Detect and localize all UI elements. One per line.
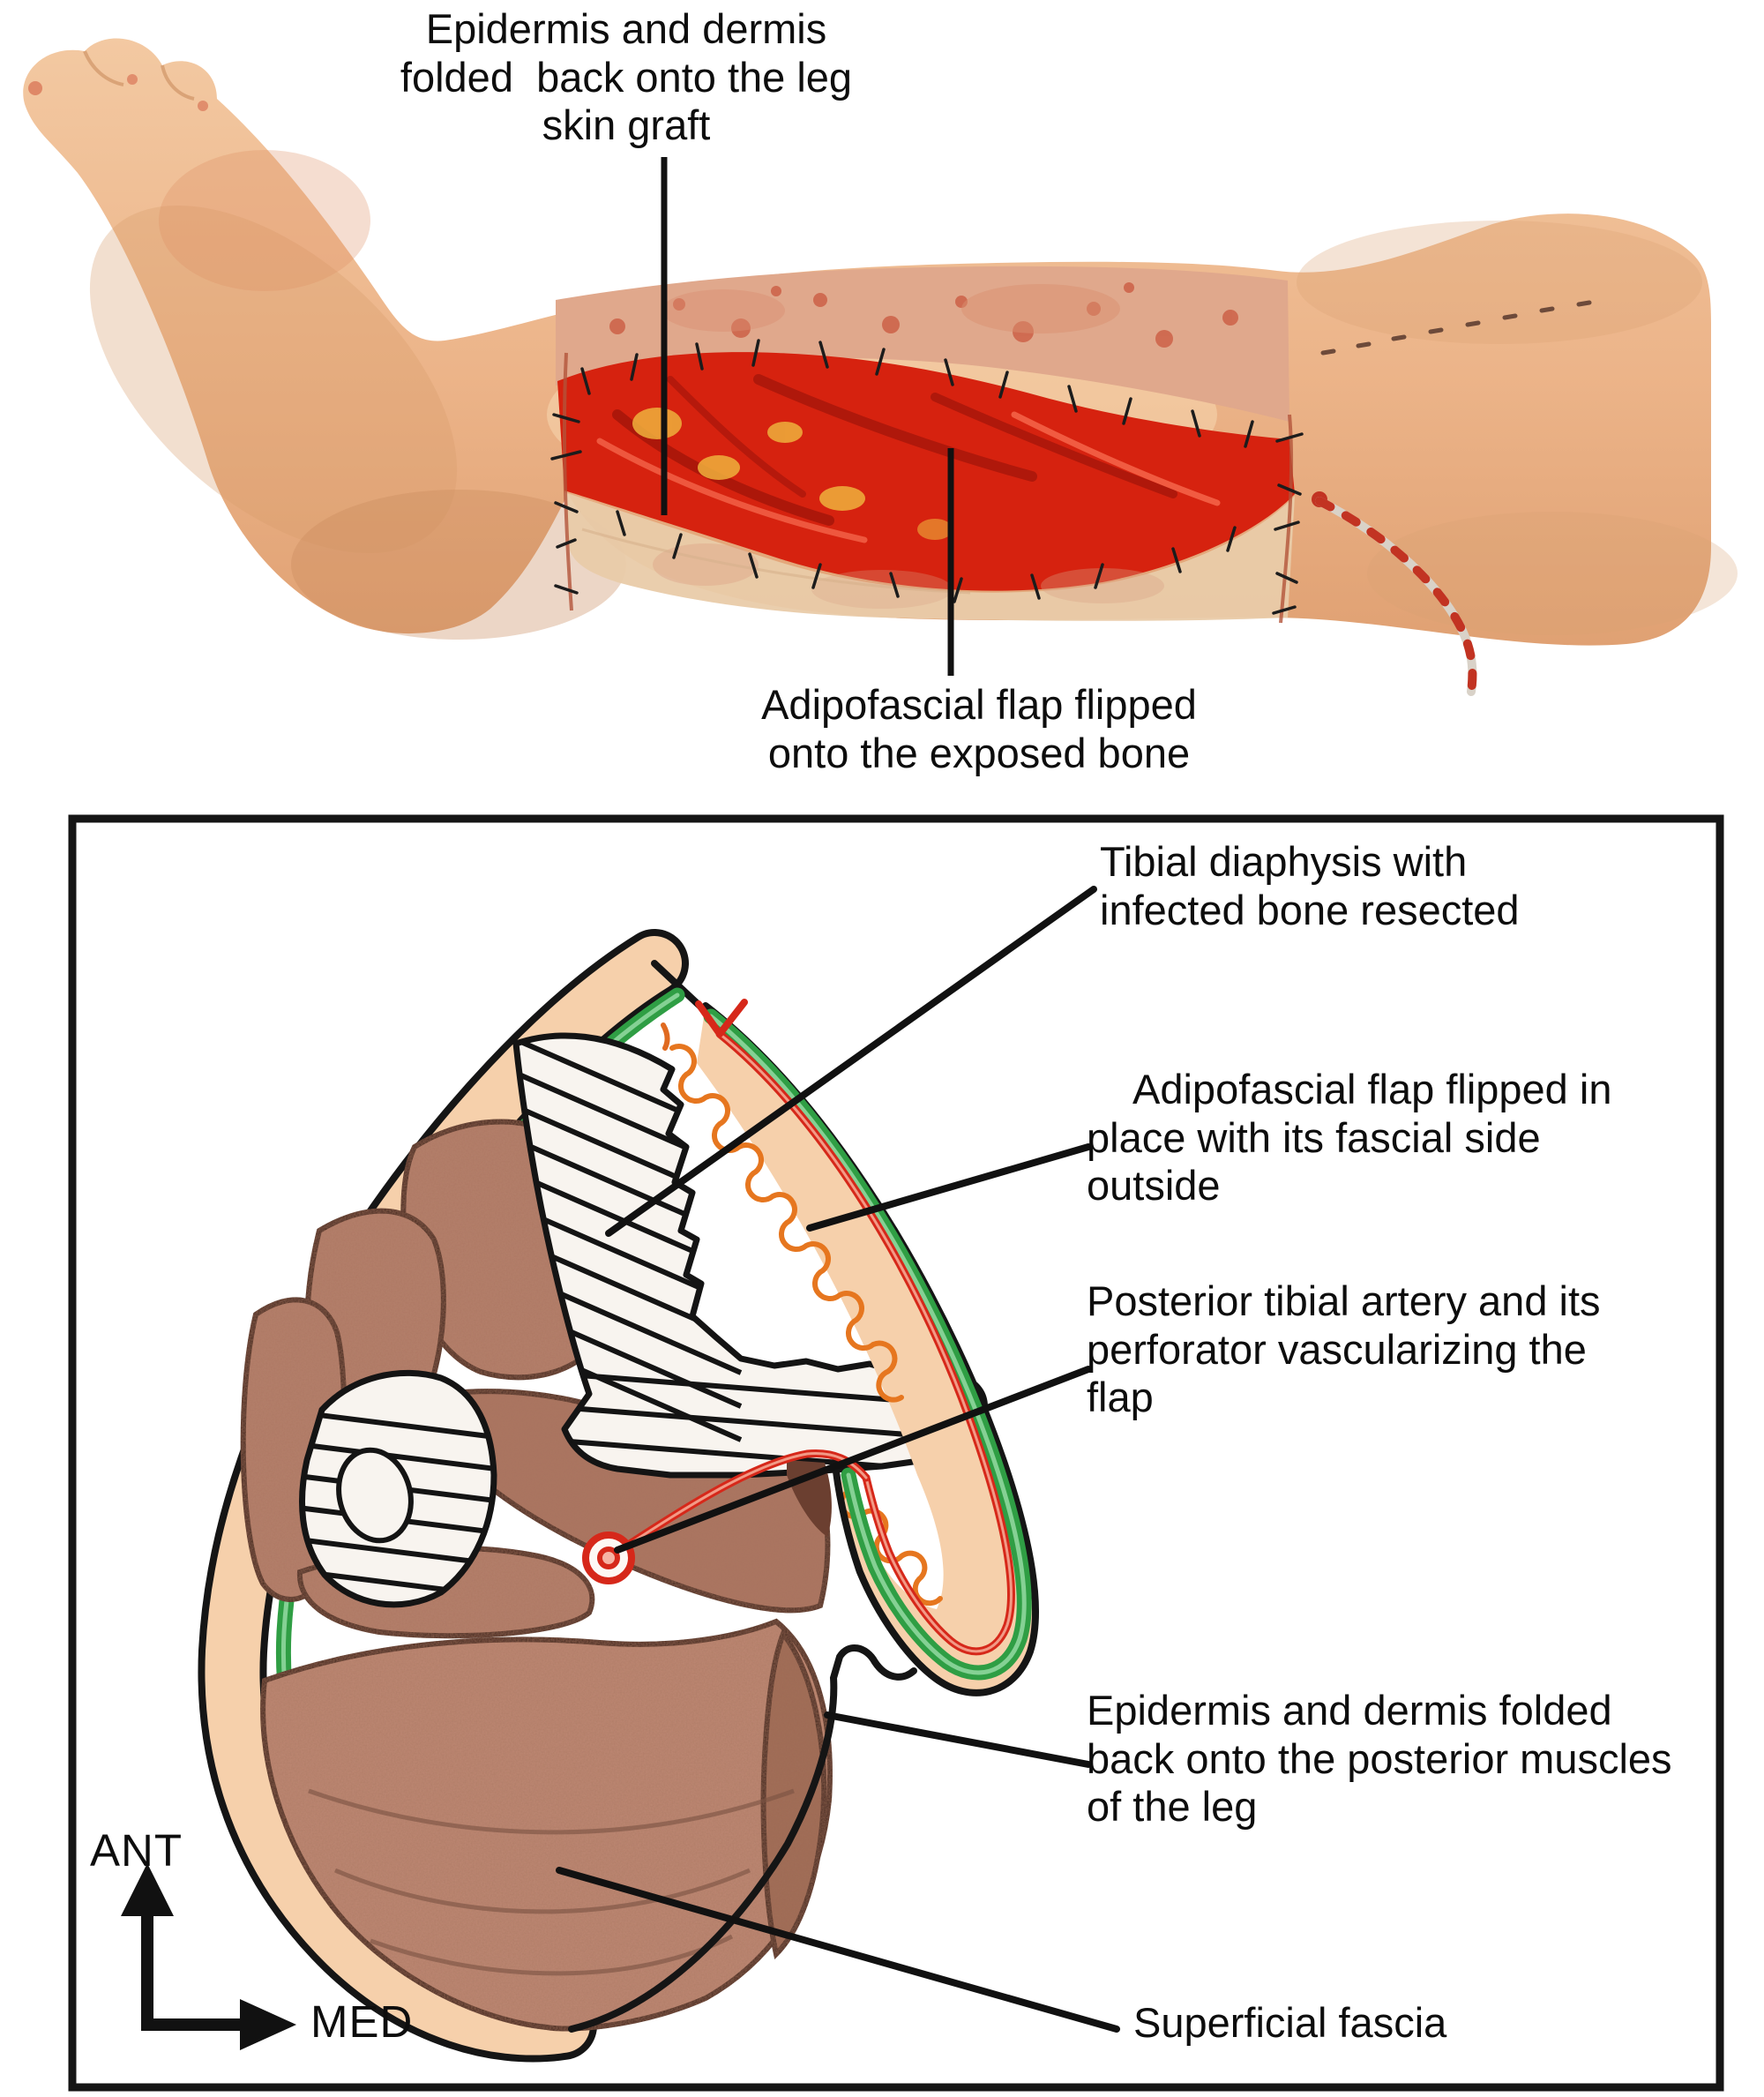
label-line: outside: [1087, 1162, 1221, 1210]
axis-label-ant: ANT: [90, 1825, 183, 1876]
label-photo-bottom: Adipofascial flap flipped onto the expos…: [706, 681, 1252, 777]
label-line: folded back onto the leg: [400, 53, 853, 101]
label-line: skin graft: [542, 101, 711, 149]
drain-tube: [1312, 491, 1477, 696]
leader-fascia: [556, 1867, 1120, 2033]
suture-marks: [550, 339, 1304, 615]
leader-artery: [614, 1366, 1092, 1554]
fibula-bone: [299, 1369, 497, 1608]
label-line: Adipofascial flap flipped in: [1132, 1066, 1612, 1112]
label-line: of the leg: [1087, 1783, 1258, 1831]
wound-area: [557, 352, 1295, 591]
label-line: back onto the posterior muscles: [1087, 1734, 1672, 1782]
label-line: perforator vascularizing the: [1087, 1325, 1587, 1373]
label-line: Epidermis and dermis folded: [1087, 1687, 1612, 1734]
label-line: infected bone resected: [1100, 886, 1520, 933]
flap-vessel: [695, 999, 1015, 1656]
diagram-leaders: [556, 886, 1120, 2033]
label-line: Adipofascial flap flipped: [761, 681, 1197, 728]
axis-label-med: MED: [310, 1996, 414, 2047]
label-epidermis: Epidermis and dermis folded back onto th…: [1087, 1687, 1722, 1831]
skin-graft-area: [564, 492, 1295, 621]
orientation-axes: [121, 1863, 296, 2050]
label-line: Epidermis and dermis: [425, 5, 827, 52]
scar-dots: [1320, 300, 1592, 356]
muscle-crescent: [760, 1628, 827, 1960]
label-line: Superficial fascia: [1133, 1999, 1447, 2046]
label-line: onto the exposed bone: [767, 729, 1191, 776]
label-line: Tibial diaphysis with: [1100, 838, 1468, 885]
label-flap: Adipofascial flap flipped in place with …: [1087, 1066, 1686, 1210]
leader-flap: [806, 1143, 1092, 1232]
cross-section-panel: [68, 814, 1724, 2092]
leader-tibia: [605, 886, 1097, 1237]
posterior-edge-outline: [568, 1644, 917, 2033]
leader-epidermis: [824, 1711, 1092, 1768]
fibula-canal: [336, 1447, 414, 1544]
label-line: Posterior tibial artery and its: [1087, 1277, 1601, 1324]
label-line: place with its fascial side: [1087, 1113, 1541, 1161]
leg-photo: [23, 38, 1738, 696]
label-tibia: Tibial diaphysis with infected bone rese…: [1100, 838, 1664, 934]
flap-fat-zigzag: [669, 1044, 904, 1403]
label-photo-top: Epidermis and dermis folded back onto th…: [340, 5, 913, 150]
label-line: flap: [1087, 1374, 1154, 1421]
label-fascia: Superficial fascia: [1133, 1999, 1574, 2048]
label-artery: Posterior tibial artery and its perforat…: [1087, 1277, 1686, 1422]
